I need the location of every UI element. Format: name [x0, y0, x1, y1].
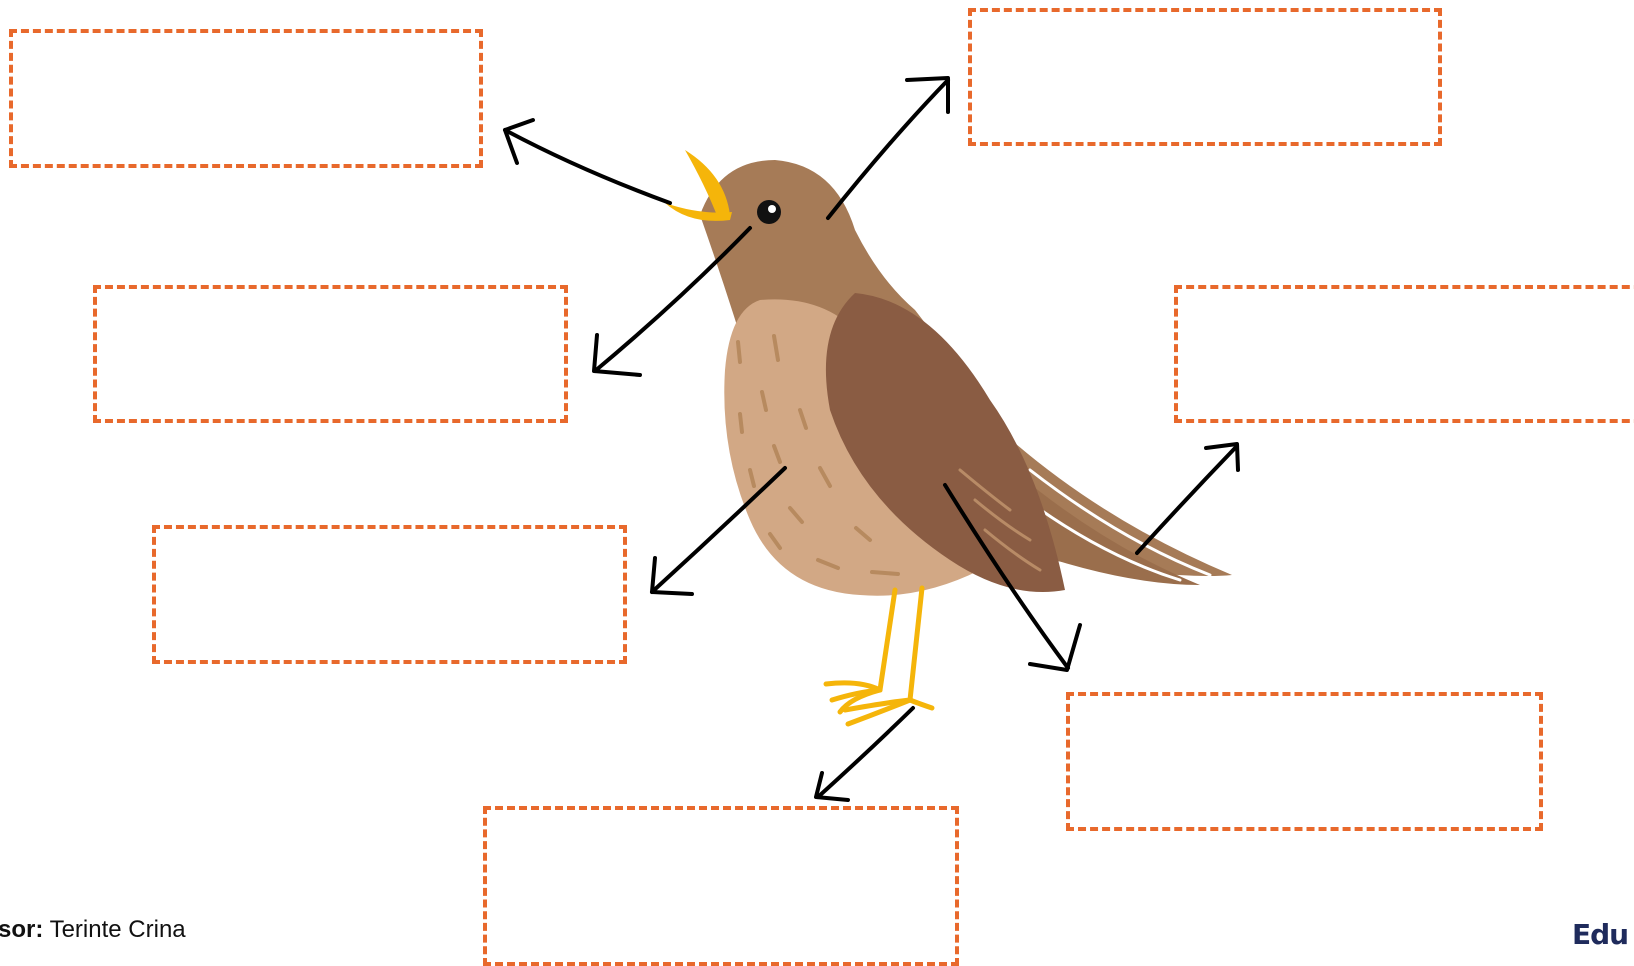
bird-legs [823, 585, 935, 727]
bird-wing [825, 293, 1065, 592]
bird-diagram [503, 76, 1240, 802]
brand-logo: Edu [1572, 918, 1629, 951]
arrow-wing [943, 483, 1070, 670]
arrow-beak [503, 128, 672, 205]
author-credit: sor: Terinte Crina [0, 916, 186, 944]
label-box-head[interactable] [968, 8, 1442, 146]
author-name: Terinte Crina [49, 916, 186, 943]
label-box-beak[interactable] [9, 29, 483, 168]
label-box-neck[interactable] [93, 285, 568, 423]
bird-beak [665, 150, 732, 221]
arrow-tail [1135, 444, 1239, 555]
author-label: sor: [0, 916, 44, 943]
arrow-neck [593, 226, 752, 373]
label-box-feet[interactable] [483, 806, 959, 966]
label-box-wing[interactable] [1066, 692, 1543, 831]
pointer-arrows [503, 76, 1240, 802]
label-box-tail[interactable] [1174, 285, 1634, 423]
arrow-feet [816, 706, 915, 799]
arrow-body [650, 466, 787, 594]
label-box-body[interactable] [152, 525, 627, 664]
arrow-head [826, 78, 950, 220]
bird-eye [757, 200, 781, 224]
